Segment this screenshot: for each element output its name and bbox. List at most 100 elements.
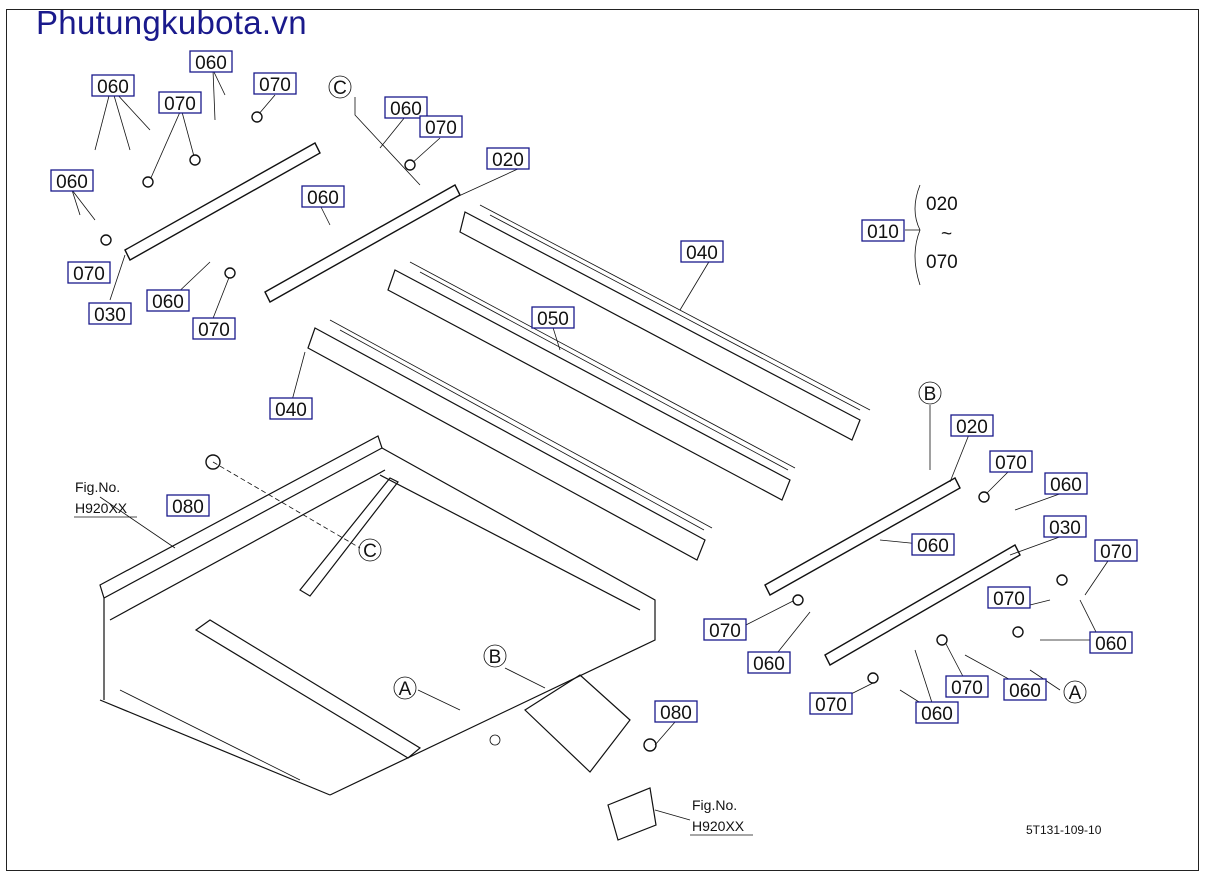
- svg-text:060: 060: [1009, 681, 1041, 702]
- callout-b-right: B: [918, 381, 942, 405]
- svg-text:070: 070: [198, 320, 230, 341]
- svg-text:080: 080: [660, 703, 692, 724]
- svg-text:030: 030: [94, 305, 126, 326]
- part-labels: 060 070 060 070 060 070 020 060 060 070 …: [50, 50, 1138, 725]
- svg-text:060: 060: [97, 77, 129, 98]
- plate-030-left: [124, 142, 321, 261]
- svg-text:C: C: [363, 541, 377, 562]
- svg-text:060: 060: [152, 292, 184, 313]
- svg-text:070: 070: [993, 589, 1025, 610]
- label-060: 060: [747, 651, 791, 675]
- label-060: 060: [1089, 631, 1133, 655]
- fig-reference-bottom: Fig.No. H920XX: [690, 797, 753, 836]
- svg-text:060: 060: [390, 99, 422, 120]
- svg-text:070: 070: [425, 118, 457, 139]
- assembly-reference: 010 020 ~ 070: [861, 194, 958, 273]
- svg-text:B: B: [924, 384, 937, 405]
- svg-text:A: A: [1069, 683, 1082, 704]
- label-020: 020: [486, 147, 530, 171]
- plate-030-right: [824, 544, 1021, 666]
- svg-text:070: 070: [73, 264, 105, 285]
- label-060: 060: [146, 289, 190, 313]
- svg-text:020: 020: [492, 150, 524, 171]
- leader-lines: [71, 69, 1111, 821]
- label-060: 060: [915, 701, 959, 725]
- svg-text:~: ~: [941, 224, 952, 245]
- label-060: 060: [189, 50, 233, 74]
- label-070: 070: [419, 115, 463, 139]
- svg-text:070: 070: [995, 453, 1027, 474]
- svg-text:070: 070: [709, 621, 741, 642]
- label-060: 060: [1003, 678, 1047, 702]
- svg-text:030: 030: [1049, 518, 1081, 539]
- svg-text:060: 060: [753, 654, 785, 675]
- label-030: 030: [1043, 515, 1087, 539]
- svg-text:H920XX: H920XX: [692, 818, 745, 834]
- label-040: 040: [680, 240, 724, 264]
- label-070: 070: [192, 317, 236, 341]
- frame-chassis: [99, 435, 657, 841]
- label-070: 070: [945, 675, 989, 699]
- label-060: 060: [384, 96, 428, 120]
- svg-text:080: 080: [172, 497, 204, 518]
- svg-text:Fig.No.: Fig.No.: [75, 479, 120, 495]
- document-code: 5T131-109-10: [1026, 823, 1102, 837]
- label-070: 070: [67, 261, 111, 285]
- svg-text:060: 060: [1095, 634, 1127, 655]
- label-070: 070: [158, 91, 202, 115]
- svg-text:060: 060: [917, 536, 949, 557]
- label-070: 070: [703, 618, 747, 642]
- svg-text:A: A: [399, 679, 412, 700]
- rail-040-lower: [307, 319, 713, 561]
- callout-a-right: A: [1063, 680, 1087, 704]
- label-070: 070: [1094, 539, 1138, 563]
- callout-a-low: A: [393, 676, 417, 700]
- plate-020-left: [264, 184, 461, 303]
- drawing-frame: [6, 9, 1199, 871]
- label-040: 040: [269, 397, 313, 421]
- svg-text:040: 040: [686, 243, 718, 264]
- svg-text:C: C: [333, 78, 347, 99]
- svg-text:070: 070: [951, 678, 983, 699]
- svg-text:H920XX: H920XX: [75, 500, 128, 516]
- label-020: 020: [950, 414, 994, 438]
- label-080: 080: [166, 494, 210, 518]
- plate-020-right: [764, 477, 961, 596]
- svg-text:060: 060: [307, 188, 339, 209]
- label-080: 080: [654, 700, 698, 724]
- label-060: 060: [1044, 472, 1088, 496]
- svg-text:070: 070: [1100, 542, 1132, 563]
- label-050: 050: [531, 306, 575, 330]
- svg-text:060: 060: [56, 172, 88, 193]
- label-060: 060: [911, 533, 955, 557]
- svg-text:B: B: [489, 647, 502, 668]
- callout-b-low: B: [483, 644, 507, 668]
- brand-watermark: Phutungkubota.vn: [36, 4, 307, 41]
- svg-text:070: 070: [259, 75, 291, 96]
- svg-text:Fig.No.: Fig.No.: [692, 797, 737, 813]
- label-060: 060: [91, 74, 135, 98]
- label-060: 060: [301, 185, 345, 209]
- label-070: 070: [989, 450, 1033, 474]
- label-070: 070: [809, 692, 853, 716]
- svg-text:050: 050: [537, 309, 569, 330]
- svg-text:070: 070: [926, 252, 958, 273]
- svg-text:020: 020: [956, 417, 988, 438]
- svg-text:060: 060: [195, 53, 227, 74]
- svg-text:020: 020: [926, 194, 958, 215]
- svg-text:070: 070: [164, 94, 196, 115]
- rail-050: [387, 261, 796, 501]
- rail-040-upper: [459, 204, 871, 441]
- label-030: 030: [88, 302, 132, 326]
- label-060: 060: [50, 169, 94, 193]
- svg-text:010: 010: [867, 222, 899, 243]
- fig-reference-left: Fig.No. H920XX: [74, 479, 137, 518]
- callout-c-mid: C: [358, 538, 382, 562]
- fasteners: [100, 111, 1068, 684]
- label-070: 070: [987, 586, 1031, 610]
- svg-text:060: 060: [1050, 475, 1082, 496]
- svg-text:060: 060: [921, 704, 953, 725]
- svg-text:070: 070: [815, 695, 847, 716]
- svg-text:040: 040: [275, 400, 307, 421]
